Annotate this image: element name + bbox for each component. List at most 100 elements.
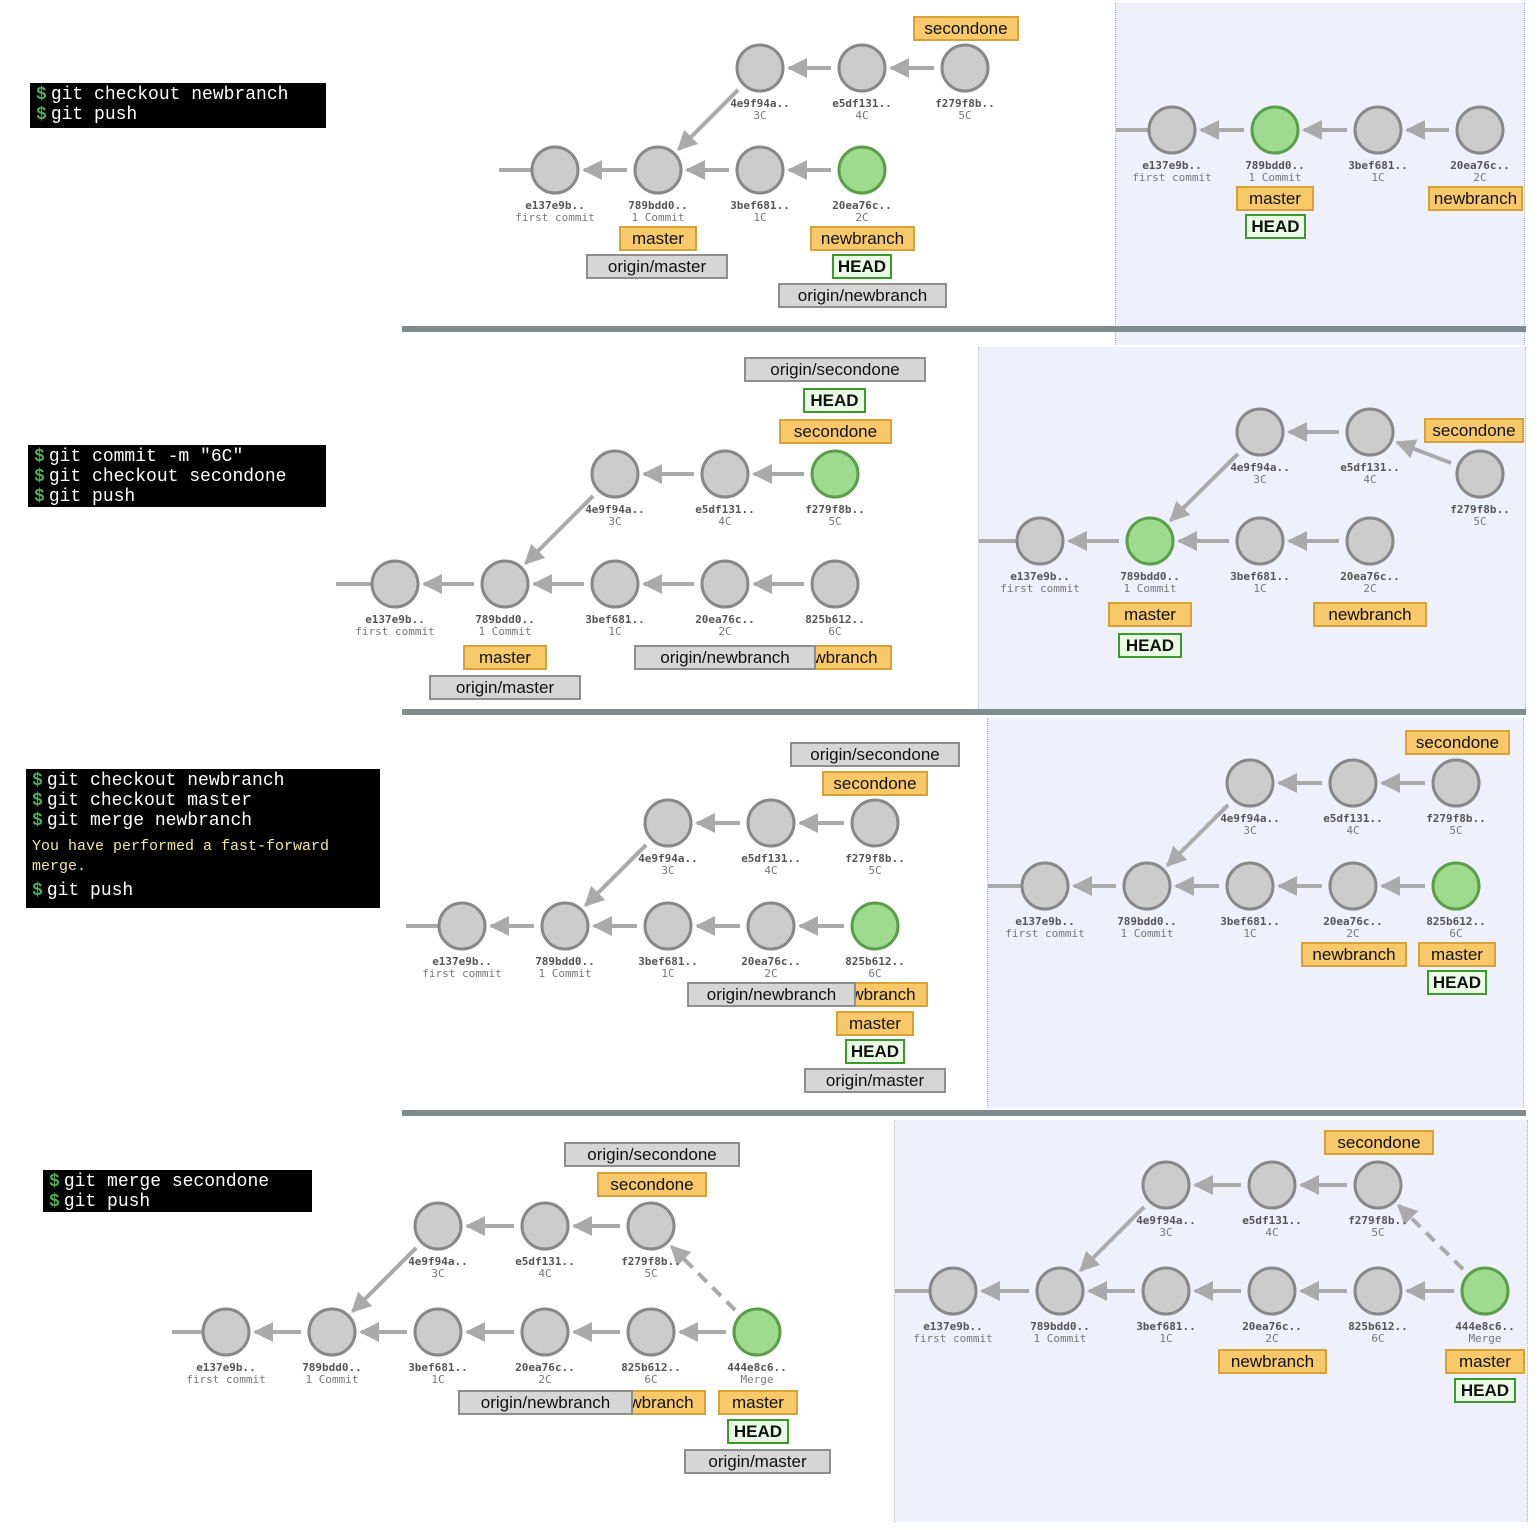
commit-hash: 4e9f94a.. xyxy=(585,503,645,516)
step-separator xyxy=(402,326,1526,332)
step-separator xyxy=(402,1110,1526,1116)
commit-node xyxy=(1247,1160,1297,1210)
commit-message: 3C xyxy=(661,864,674,877)
commit-node xyxy=(1353,1266,1403,1316)
commit-node xyxy=(700,559,750,609)
commit-hash: 4e9f94a.. xyxy=(638,852,698,865)
commit-hash: 20ea76c.. xyxy=(741,955,801,968)
commit-node xyxy=(530,145,580,195)
terminal-command: $git push xyxy=(34,487,320,507)
commit-message: 1 Commit xyxy=(632,211,685,224)
commit-node xyxy=(940,43,990,93)
commit-hash: f279f8b.. xyxy=(935,97,995,110)
branch-label: newbranch xyxy=(1428,186,1523,211)
commit-node xyxy=(1460,1266,1510,1316)
commit-node xyxy=(810,449,860,499)
commit-hash: e5df131.. xyxy=(695,503,755,516)
commit-node xyxy=(1328,758,1378,808)
commit-node xyxy=(837,43,887,93)
commit-hash: 4e9f94a.. xyxy=(730,97,790,110)
remote-branch-label: origin/secondone xyxy=(744,357,926,382)
commit-message: 4C xyxy=(1363,473,1376,486)
commit-hash: e137e9b.. xyxy=(525,199,585,212)
branch-label: secondone xyxy=(913,16,1019,41)
commit-message: 1C xyxy=(431,1373,444,1386)
head-label: HEAD xyxy=(845,1039,905,1064)
commit-node xyxy=(520,1201,570,1251)
terminal-command: $git merge secondone xyxy=(49,1172,306,1192)
commit-message: 4C xyxy=(538,1267,551,1280)
branch-label: secondone xyxy=(597,1172,707,1197)
commit-message: 6C xyxy=(1371,1332,1384,1345)
remote-branch-label: origin/newbranch xyxy=(634,645,816,670)
branch-label: newbranch xyxy=(1313,602,1427,627)
commit-message: 4C xyxy=(855,109,868,122)
commit-node xyxy=(1225,758,1275,808)
commit-node xyxy=(1015,516,1065,566)
commit-message: 1C xyxy=(1159,1332,1172,1345)
commit-node xyxy=(626,1307,676,1357)
commit-hash: 20ea76c.. xyxy=(515,1361,575,1374)
remote-branch-label: origin/secondone xyxy=(564,1142,740,1167)
commit-hash: e5df131.. xyxy=(1323,812,1383,825)
branch-label: master xyxy=(463,645,547,670)
parent-edge xyxy=(584,843,648,907)
branch-label: master xyxy=(836,1011,914,1036)
commit-hash: 20ea76c.. xyxy=(1450,159,1510,172)
commit-hash: 789bdd0.. xyxy=(1245,159,1305,172)
commit-message: 2C xyxy=(855,211,868,224)
command-text: git checkout secondone xyxy=(48,467,287,487)
prompt-symbol: $ xyxy=(32,771,43,791)
commit-node xyxy=(413,1307,463,1357)
commit-hash: e137e9b.. xyxy=(923,1320,983,1333)
commit-hash: e137e9b.. xyxy=(1010,570,1070,583)
commit-hash: 3bef681.. xyxy=(585,613,645,626)
head-label: HEAD xyxy=(1118,633,1182,658)
commit-message: Merge xyxy=(740,1373,773,1386)
commit-hash: 4e9f94a.. xyxy=(1136,1214,1196,1227)
commit-hash: e137e9b.. xyxy=(1142,159,1202,172)
commit-hash: 825b612.. xyxy=(621,1361,681,1374)
commit-node xyxy=(837,145,887,195)
commit-node xyxy=(1035,1266,1085,1316)
command-text: git checkout newbranch xyxy=(50,85,289,105)
commit-hash: 789bdd0.. xyxy=(475,613,535,626)
commit-message: 1 Commit xyxy=(1121,927,1174,940)
commit-node xyxy=(1125,516,1175,566)
commit-hash: 20ea76c.. xyxy=(695,613,755,626)
head-label: HEAD xyxy=(727,1419,789,1444)
commit-message: 6C xyxy=(868,967,881,980)
commit-message: 5C xyxy=(1449,824,1462,837)
commit-node xyxy=(1122,861,1172,911)
commit-node xyxy=(370,559,420,609)
commit-hash: 4e9f94a.. xyxy=(1230,461,1290,474)
commit-hash: f279f8b.. xyxy=(845,852,905,865)
commit-hash: 3bef681.. xyxy=(730,199,790,212)
branch-label: secondone xyxy=(1405,730,1510,755)
commit-node xyxy=(810,559,860,609)
prompt-symbol: $ xyxy=(49,1172,60,1192)
commit-message: 6C xyxy=(644,1373,657,1386)
command-text: git checkout newbranch xyxy=(46,771,285,791)
head-label: HEAD xyxy=(803,388,866,413)
parent-edge xyxy=(677,88,740,151)
branch-label: newbranch xyxy=(1301,942,1407,967)
terminal-command: $git push xyxy=(32,881,374,901)
commit-message: first commit xyxy=(913,1332,992,1345)
commit-hash: e137e9b.. xyxy=(1015,915,1075,928)
commit-node xyxy=(1020,861,1070,911)
branch-label: master xyxy=(619,226,697,251)
branch-label: master xyxy=(1108,602,1192,627)
commit-hash: 789bdd0.. xyxy=(628,199,688,212)
commit-message: 2C xyxy=(1363,582,1376,595)
commit-node xyxy=(1328,861,1378,911)
commit-message: 5C xyxy=(828,515,841,528)
commit-node xyxy=(643,901,693,951)
commit-node xyxy=(1141,1160,1191,1210)
step-separator xyxy=(402,709,1526,715)
commit-message: 2C xyxy=(1473,171,1486,184)
commit-hash: f279f8b.. xyxy=(621,1255,681,1268)
terminal-step-4: $git merge secondone$git push xyxy=(43,1170,312,1212)
